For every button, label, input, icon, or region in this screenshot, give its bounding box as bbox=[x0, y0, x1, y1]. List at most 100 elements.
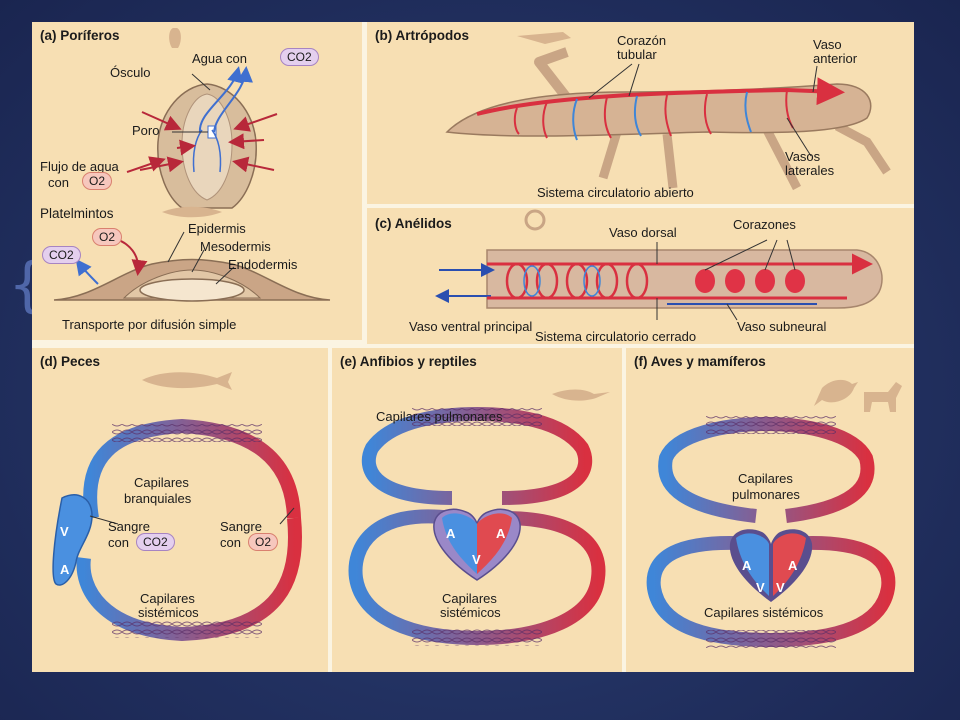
arthropod-leg bbox=[534, 47, 571, 102]
transporte-label: Transporte por difusión simple bbox=[62, 317, 237, 332]
fish-heart bbox=[52, 494, 93, 586]
e-sistemicos-line1: Capilares bbox=[442, 591, 497, 606]
water-inflow-arrow bbox=[233, 113, 278, 132]
corazon-label-line2: tubular bbox=[617, 47, 657, 62]
arthropod-leg bbox=[598, 130, 622, 180]
vaso-subneural-label: Vaso subneural bbox=[737, 319, 827, 334]
aortic-hearts bbox=[695, 269, 805, 293]
heart-ostia-vessels bbox=[513, 89, 794, 141]
water-inflow-arrow bbox=[228, 133, 265, 150]
grasshopper-icon bbox=[517, 32, 571, 44]
amphibian-circulation-drawing bbox=[348, 389, 610, 646]
sangre-o2-line2: con bbox=[220, 535, 241, 550]
arthropod-leg bbox=[763, 127, 801, 191]
panel-anelidos: (c) Anélidos Vaso dorsal Corazones Vaso … bbox=[367, 208, 914, 344]
f-right-ventricle-label: V bbox=[776, 580, 785, 595]
f-sistemicos-label: Capilares sistémicos bbox=[704, 605, 824, 620]
fish-sistemicos-line2: sistémicos bbox=[138, 605, 199, 620]
gill-capillaries bbox=[112, 424, 262, 442]
panel-peces: (d) Peces Capilares branquiales Sangre c… bbox=[32, 348, 328, 672]
f-pulmonares-line2: pulmonares bbox=[732, 487, 800, 502]
sangre-co2-line1: Sangre bbox=[108, 519, 150, 534]
fish-ventricle-label: V bbox=[60, 524, 69, 539]
sponge-inner-arrow bbox=[211, 129, 222, 173]
f-pulmonares-line1: Capilares bbox=[738, 471, 793, 486]
e-sistemicos-line2: sistémicos bbox=[440, 605, 501, 620]
osculum-outflow-arrow bbox=[213, 66, 253, 133]
platelmintos-title: Platelmintos bbox=[40, 206, 114, 221]
f-left-ventricle-label: V bbox=[756, 580, 765, 595]
panel-f-title: (f) Aves y mamíferos bbox=[634, 354, 766, 369]
branquiales-line1: Capilares bbox=[134, 475, 189, 490]
vasos-laterales-line2: laterales bbox=[785, 163, 835, 178]
panel-b-title: (b) Artrópodos bbox=[375, 28, 469, 43]
arthropod-leg bbox=[662, 133, 678, 189]
epidermis-label: Epidermis bbox=[188, 221, 246, 236]
arthropod-drawing bbox=[445, 32, 891, 191]
plat-o2-badge: O2 bbox=[92, 228, 123, 246]
corazon-label-line1: Corazón bbox=[617, 33, 667, 48]
arthropod-leg bbox=[834, 122, 891, 175]
pulmonary-circuit-mammal bbox=[658, 416, 875, 523]
panel-artropodos: (b) Artrópodos Corazón tubular Vaso ante… bbox=[367, 22, 914, 204]
f-right-atrium-label: A bbox=[788, 558, 798, 573]
systemic-capillaries-amphibian bbox=[412, 628, 542, 646]
annelid-drawing bbox=[435, 209, 883, 321]
agua-label: Agua con bbox=[192, 51, 247, 66]
dog-icon bbox=[864, 382, 902, 412]
water-inflow-arrow bbox=[176, 139, 196, 156]
segmental-vessels-blue bbox=[523, 265, 601, 297]
circulatory-systems-figure: (a) Poríferos Agua con CO2 Ósculo Poro F… bbox=[32, 22, 914, 672]
vaso-ventral-label: Vaso ventral principal bbox=[409, 319, 533, 334]
sistema-cerrado-label: Sistema circulatorio cerrado bbox=[535, 329, 697, 344]
e-pulmonares-label: Capilares pulmonares bbox=[376, 409, 503, 424]
lizard-icon bbox=[552, 389, 610, 401]
systemic-capillaries-fish bbox=[112, 620, 262, 638]
vaso-dorsal-label: Vaso dorsal bbox=[609, 225, 677, 240]
segmental-vessels bbox=[505, 262, 649, 300]
tubular-heart bbox=[476, 77, 845, 116]
panel-anfibios: (e) Anfibios y reptiles Capilares pulmon… bbox=[332, 348, 622, 672]
pulmonary-capillaries-mammal bbox=[706, 416, 836, 434]
systemic-capillaries-mammal bbox=[706, 630, 836, 648]
panel-aves: (f) Aves y mamíferos Capilares pulmonare… bbox=[626, 348, 914, 672]
pulmonary-circuit bbox=[361, 406, 593, 505]
sponge-cavity bbox=[181, 93, 233, 201]
plat-co2-badge: CO2 bbox=[42, 246, 81, 264]
fish-icon bbox=[142, 372, 232, 390]
water-inflow-arrow bbox=[141, 111, 182, 131]
panel-poriferos: (a) Poríferos Agua con CO2 Ósculo Poro F… bbox=[32, 22, 362, 340]
mesodermis-label: Mesodermis bbox=[200, 239, 271, 254]
vasos-laterales-line1: Vasos bbox=[785, 149, 821, 164]
water-inflow-arrow bbox=[126, 156, 166, 173]
o2-badge: O2 bbox=[82, 172, 113, 190]
fish-sistemicos-line1: Capilares bbox=[140, 591, 195, 606]
panel-c-title: (c) Anélidos bbox=[375, 216, 452, 231]
flatworm-icon bbox=[162, 206, 222, 218]
flatworm-gut bbox=[139, 278, 245, 302]
water-inflow-arrow bbox=[232, 156, 275, 173]
sistema-abierto-label: Sistema circulatorio abierto bbox=[537, 185, 694, 200]
osculo-label: Ósculo bbox=[110, 65, 151, 80]
sponge-flatworm-drawing bbox=[53, 28, 331, 302]
bird-mammal-circulation-drawing bbox=[646, 379, 902, 648]
e-right-atrium-label: A bbox=[496, 526, 506, 541]
e-ventricle-label: V bbox=[472, 552, 481, 567]
panel-a-title: (a) Poríferos bbox=[40, 28, 120, 43]
panel-d-title: (d) Peces bbox=[40, 354, 101, 369]
e-left-atrium-label: A bbox=[446, 526, 456, 541]
vaso-anterior-line1: Vaso bbox=[813, 37, 842, 52]
poro-label: Poro bbox=[132, 123, 160, 138]
sangre-co2-line2: con bbox=[108, 535, 129, 550]
endodermis-label: Endodermis bbox=[228, 257, 298, 272]
arthropod-body bbox=[445, 83, 872, 137]
co2-diffusion-arrow bbox=[75, 258, 99, 285]
sponge-icon bbox=[169, 28, 181, 48]
fish-atrium-label: A bbox=[60, 562, 70, 577]
f-left-atrium-label: A bbox=[742, 558, 752, 573]
flujo-label-line2: con bbox=[48, 175, 69, 190]
pulmonary-capillaries-amphibian bbox=[412, 408, 542, 426]
sangre-o2-line1: Sangre bbox=[220, 519, 262, 534]
osculum-outflow-arrow bbox=[198, 66, 243, 133]
branquiales-line2: branquiales bbox=[124, 491, 192, 506]
